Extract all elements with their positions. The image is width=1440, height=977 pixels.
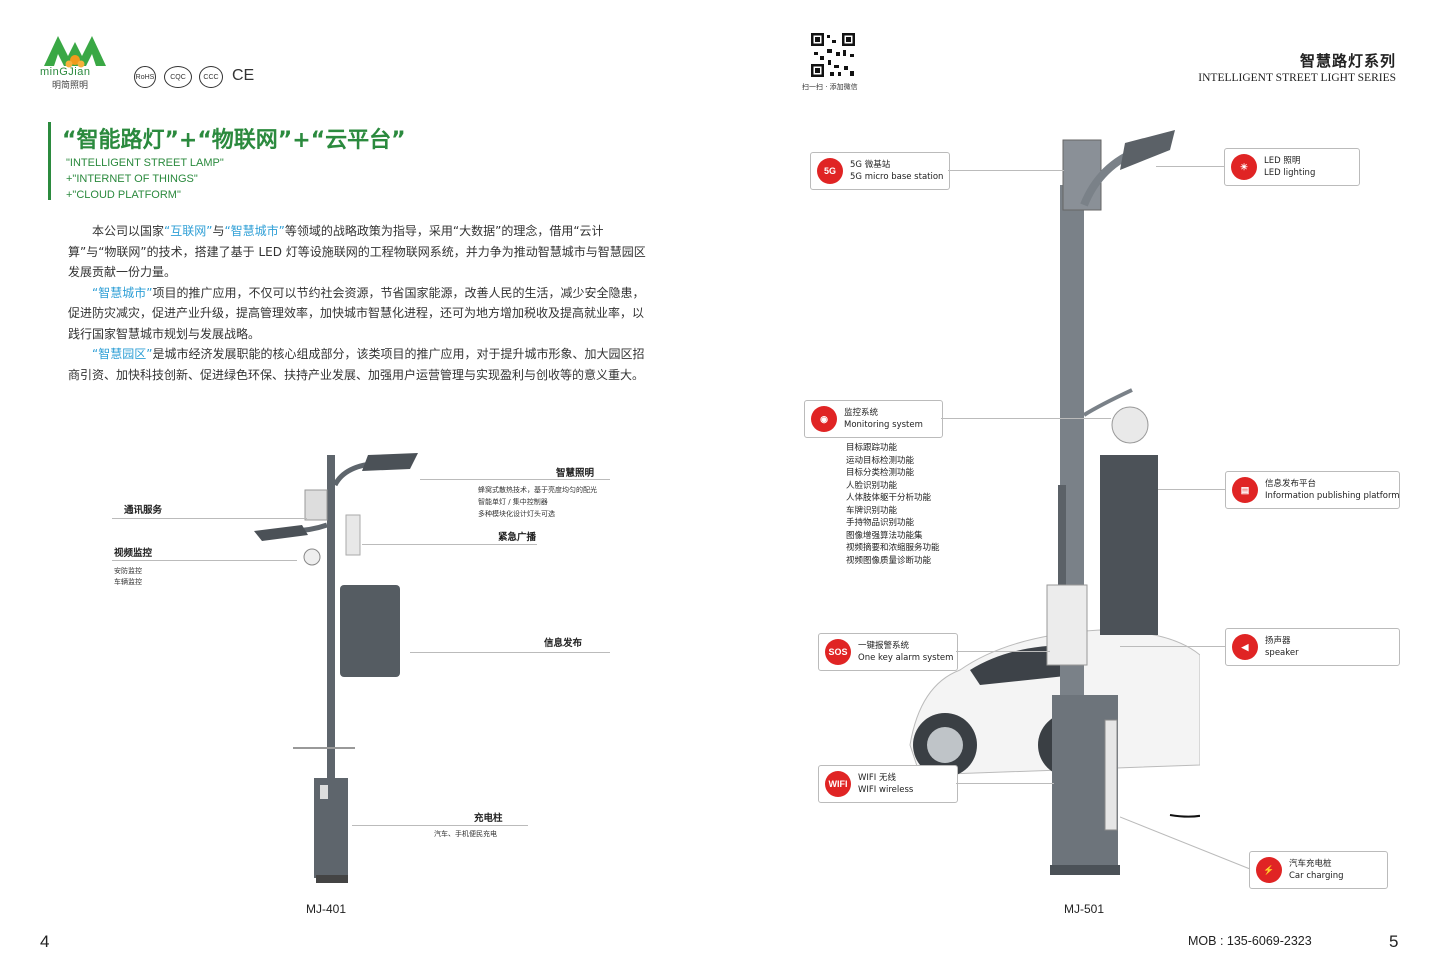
monitor-feature: 车牌识别功能	[846, 505, 898, 516]
series-title-en: INTELLIGENT STREET LIGHT SERIES	[1198, 72, 1396, 84]
model-label-left: MJ-401	[306, 902, 347, 916]
monitor-feature: 视频图像质量诊断功能	[846, 555, 932, 566]
charging-icon: ⚡	[1256, 857, 1282, 883]
feature-info-cn: 信息发布平台	[1265, 479, 1317, 489]
monitor-feature: 人脸识别功能	[846, 480, 898, 491]
page-number-left: 4	[40, 932, 50, 951]
feature-led-en: LED lighting	[1264, 168, 1316, 178]
monitor-feature: 目标跟踪功能	[846, 443, 898, 453]
feature-5g-cn: 5G 微基站	[850, 160, 891, 170]
feature-wifi-en: WIFI wireless	[858, 785, 914, 795]
callout-rule	[420, 479, 610, 480]
feature-5g-en: 5G micro base station	[850, 172, 944, 182]
ce-cert-icon: CE	[232, 67, 255, 84]
callout-lighting-line-2: 智能单灯 / 集中控制器	[478, 498, 548, 506]
monitor-feature: 手持物品识别功能	[846, 518, 915, 528]
left-title-en-2: +"INTERNET OF THINGS"	[66, 173, 198, 185]
qr-caption: 扫一扫 · 添加微信	[802, 83, 858, 91]
feature-info-platform: ▤ 信息发布平台 Information publishing platform	[1225, 471, 1400, 509]
callout-rule	[941, 418, 1111, 419]
callout-rule	[352, 825, 528, 826]
callout-rule	[1156, 166, 1224, 167]
series-title-cn: 智慧路灯系列	[1299, 52, 1396, 70]
callout-video-monitoring: 视频监控	[114, 548, 153, 559]
5g-icon: 5G	[817, 158, 843, 184]
callout-rule	[1158, 489, 1225, 490]
feature-info-en: Information publishing platform	[1265, 491, 1400, 501]
paragraph-3: “智慧园区”是城市经济发展职能的核心组成部分，该类项目的推广应用，对于提升城市形…	[68, 347, 645, 382]
paragraph-2: “智慧城市”项目的推广应用，不仅可以节约社会资源，节省国家能源，改善人民的生活，…	[68, 285, 645, 341]
feature-car-en: Car charging	[1289, 871, 1344, 881]
feature-mon-en: Monitoring system	[844, 420, 923, 430]
callout-charge-line-1: 汽车、手机便民充电	[434, 830, 497, 838]
callout-rule	[1120, 646, 1225, 647]
callout-smart-lighting: 智慧照明	[556, 468, 595, 479]
callout-leader-line	[1120, 816, 1251, 870]
callout-rule	[112, 518, 307, 519]
feature-mon-cn: 监控系统	[844, 408, 879, 418]
feature-car-charging: ⚡ 汽车充电桩 Car charging	[1249, 851, 1388, 889]
feature-wifi-cn: WIFI 无线	[858, 773, 897, 783]
callout-rule	[112, 560, 297, 561]
feature-wifi: WIFI WIFI 无线 WIFI wireless	[818, 765, 958, 803]
left-title-en-1: "INTELLIGENT STREET LAMP"	[66, 157, 224, 169]
feature-speaker-cn: 扬声器	[1265, 636, 1291, 646]
callout-charging-post: 充电柱	[474, 813, 503, 824]
feature-speaker: ◀ 扬声器 speaker	[1225, 628, 1400, 666]
callout-rule	[948, 170, 1064, 171]
mj401-pole-illustration	[254, 453, 418, 883]
monitor-feature: 运动目标检测功能	[846, 455, 915, 466]
rohs-cert-icon: RoHS	[134, 66, 156, 88]
model-label-right: MJ-501	[1064, 902, 1105, 916]
monitor-feature: 人体肢体躯干分析功能	[846, 493, 932, 503]
callout-communication: 通讯服务	[124, 505, 163, 516]
callout-rule	[410, 652, 610, 653]
callout-video-line-2: 车辆监控	[114, 578, 142, 586]
callout-lighting-line-1: 蜂窝式散热技术，基于亮度均匀的配光	[478, 486, 597, 494]
feature-sos-en: One key alarm system	[858, 653, 954, 663]
feature-speaker-en: speaker	[1265, 648, 1299, 658]
feature-car-cn: 汽车充电桩	[1289, 859, 1332, 869]
brand-logo	[40, 30, 110, 92]
mobile-number: MOB : 135-6069-2323	[1188, 934, 1312, 948]
callout-broadcast: 紧急广播	[498, 532, 537, 543]
ccc-cert-icon: CCC	[199, 66, 223, 88]
sun-icon: ☀	[1231, 154, 1257, 180]
left-title-en-3: +"CLOUD PLATFORM"	[66, 189, 181, 201]
intro-paragraphs: 本公司以国家“互联网”与“智慧城市”等领域的战略政策为指导，采用“大数据”的理念…	[68, 221, 650, 385]
sos-icon: SOS	[825, 639, 851, 665]
paragraph-1: 本公司以国家“互联网”与“智慧城市”等领域的战略政策为指导，采用“大数据”的理念…	[68, 224, 646, 279]
display-icon: ▤	[1232, 477, 1258, 503]
brand-name-cn: 明简照明	[52, 81, 89, 91]
callout-info-release: 信息发布	[544, 638, 583, 649]
feature-sos-cn: 一键报警系统	[858, 641, 910, 651]
monitor-feature: 目标分类检测功能	[846, 468, 915, 478]
feature-sos-alarm: SOS 一键报警系统 One key alarm system	[818, 633, 958, 671]
page-number-right: 5	[1389, 932, 1399, 951]
brand-name-en: minGJian	[40, 66, 91, 78]
monitor-feature-list: 目标跟踪功能 运动目标检测功能 目标分类检测功能 人脸识别功能 人体肢体躯干分析…	[846, 442, 940, 567]
title-accent-bar	[48, 122, 51, 200]
callout-lighting-line-3: 多种模块化设计灯头可选	[478, 510, 555, 518]
cqc-cert-icon: CQC	[164, 66, 192, 88]
callout-rule	[956, 651, 1050, 652]
feature-led-lighting: ☀ LED 照明 LED lighting	[1224, 148, 1360, 186]
callout-rule	[956, 783, 1054, 784]
monitor-feature: 图像增强算法功能集	[846, 530, 923, 541]
callout-rule	[362, 544, 537, 545]
feature-monitoring-system: ◉ 监控系统 Monitoring system	[804, 400, 943, 438]
left-title-cn: “智能路灯”+“物联网”+“云平台”	[62, 128, 406, 153]
camera-icon: ◉	[811, 406, 837, 432]
wechat-qr-code[interactable]	[810, 32, 856, 78]
feature-5g-base-station: 5G 5G 微基站 5G micro base station	[810, 152, 950, 190]
monitor-feature: 视频摘要和浓缩服务功能	[846, 543, 940, 553]
speaker-icon: ◀	[1232, 634, 1258, 660]
feature-led-cn: LED 照明	[1264, 156, 1301, 166]
wifi-icon: WIFI	[825, 771, 851, 797]
mj501-pole-illustration	[909, 130, 1200, 875]
callout-video-line-1: 安防监控	[114, 567, 142, 575]
